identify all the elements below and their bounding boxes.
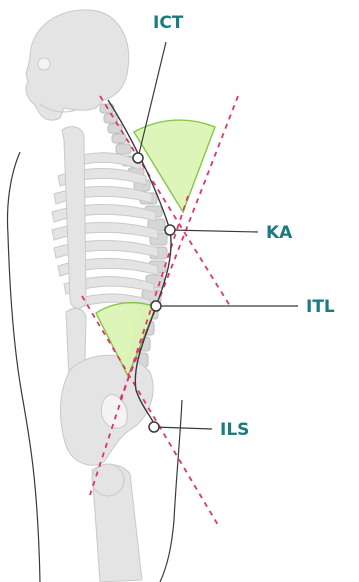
itl-point <box>151 301 161 311</box>
ict-point <box>133 153 143 163</box>
ka-leader-line <box>170 230 258 232</box>
ka-label: KA <box>266 223 293 243</box>
ils-leader-line <box>154 427 212 429</box>
ils-point <box>149 422 159 432</box>
pelvis <box>60 355 153 582</box>
skull <box>26 10 129 120</box>
ils-label: ILS <box>220 420 249 440</box>
ict-label: ICT <box>153 13 184 33</box>
itl-label: ITL <box>306 297 335 317</box>
ka-point <box>165 225 175 235</box>
